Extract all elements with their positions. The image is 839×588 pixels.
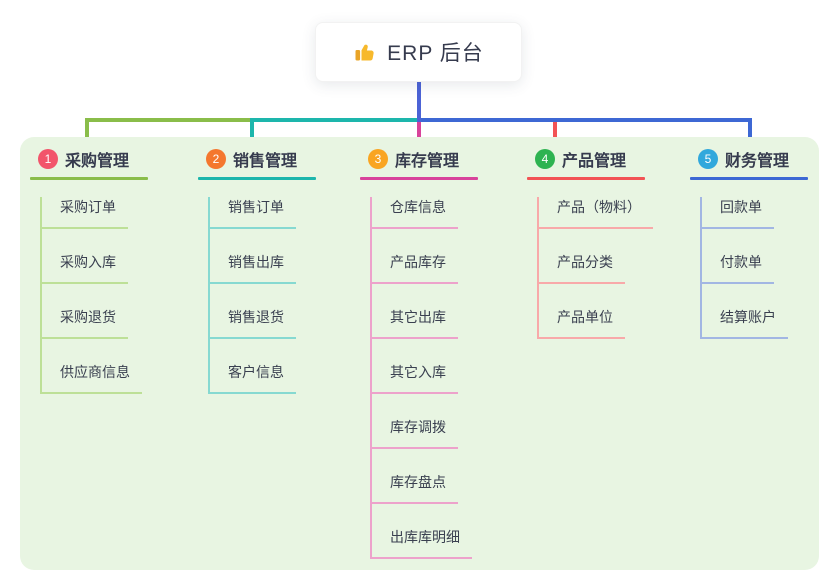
branch-column-product: 4 产品管理 产品（物料） 产品分类 产品单位 bbox=[527, 147, 657, 339]
child-item[interactable]: 其它出库 bbox=[372, 307, 458, 339]
child-item[interactable]: 销售订单 bbox=[210, 197, 296, 229]
child-item[interactable]: 产品库存 bbox=[372, 252, 458, 284]
children-group: 采购订单 采购入库 采购退货 供应商信息 bbox=[40, 197, 160, 394]
child-item[interactable]: 销售出库 bbox=[210, 252, 296, 284]
child-item[interactable]: 付款单 bbox=[702, 252, 774, 284]
child-item[interactable]: 其它入库 bbox=[372, 362, 458, 394]
children-group: 回款单 付款单 结算账户 bbox=[700, 197, 820, 339]
child-item[interactable]: 回款单 bbox=[702, 197, 774, 229]
branch-column-finance: 5 财务管理 回款单 付款单 结算账户 bbox=[690, 147, 820, 339]
branch-drop-product bbox=[553, 122, 557, 142]
badge-3-icon: 3 bbox=[368, 149, 388, 169]
branch-node-finance[interactable]: 5 财务管理 bbox=[690, 147, 820, 171]
badge-5-icon: 5 bbox=[698, 149, 718, 169]
badge-4-icon: 4 bbox=[535, 149, 555, 169]
branch-node-inventory[interactable]: 3 库存管理 bbox=[360, 147, 490, 171]
root-label: ERP 后台 bbox=[387, 42, 484, 65]
children-group: 销售订单 销售出库 销售退货 客户信息 bbox=[208, 197, 328, 394]
branch-title: 销售管理 bbox=[233, 153, 298, 170]
thumbs-up-icon bbox=[355, 44, 374, 61]
children-group: 产品（物料） 产品分类 产品单位 bbox=[537, 197, 657, 339]
child-item[interactable]: 客户信息 bbox=[210, 362, 296, 394]
child-item[interactable]: 产品（物料） bbox=[539, 197, 653, 229]
child-item[interactable]: 产品单位 bbox=[539, 307, 625, 339]
branch-node-sales[interactable]: 2 销售管理 bbox=[198, 147, 328, 171]
children-group: 仓库信息 产品库存 其它出库 其它入库 库存调拨 库存盘点 出库库明细 bbox=[370, 197, 490, 559]
branch-column-inventory: 3 库存管理 仓库信息 产品库存 其它出库 其它入库 库存调拨 库存盘点 出库库… bbox=[360, 147, 490, 559]
branch-title: 采购管理 bbox=[65, 153, 130, 170]
branch-drop-finance bbox=[748, 118, 752, 148]
badge-1-icon: 1 bbox=[38, 149, 58, 169]
child-item[interactable]: 采购退货 bbox=[42, 307, 128, 339]
branch-drop-purchase bbox=[85, 118, 89, 144]
child-item[interactable]: 供应商信息 bbox=[42, 362, 142, 394]
child-item[interactable]: 仓库信息 bbox=[372, 197, 458, 229]
root-node[interactable]: ERP 后台 bbox=[315, 22, 522, 82]
child-item[interactable]: 产品分类 bbox=[539, 252, 625, 284]
branch-underline bbox=[198, 177, 316, 180]
mindmap-panel bbox=[20, 137, 819, 570]
branch-node-product[interactable]: 4 产品管理 bbox=[527, 147, 657, 171]
child-item[interactable]: 库存调拨 bbox=[372, 417, 458, 449]
bus-connector-finance bbox=[421, 118, 752, 122]
root-trunk-connector bbox=[417, 82, 421, 122]
bus-connector-sales bbox=[254, 118, 417, 122]
child-item[interactable]: 采购入库 bbox=[42, 252, 128, 284]
badge-2-icon: 2 bbox=[206, 149, 226, 169]
branch-column-purchase: 1 采购管理 采购订单 采购入库 采购退货 供应商信息 bbox=[30, 147, 160, 394]
branch-underline bbox=[527, 177, 645, 180]
child-item[interactable]: 库存盘点 bbox=[372, 472, 458, 504]
branch-drop-inventory bbox=[417, 122, 421, 148]
branch-drop-sales bbox=[250, 118, 254, 144]
branch-column-sales: 2 销售管理 销售订单 销售出库 销售退货 客户信息 bbox=[198, 147, 328, 394]
child-item[interactable]: 采购订单 bbox=[42, 197, 128, 229]
branch-title: 产品管理 bbox=[562, 153, 627, 170]
branch-underline bbox=[360, 177, 478, 180]
branch-underline bbox=[690, 177, 808, 180]
branch-title: 财务管理 bbox=[725, 153, 790, 170]
child-item[interactable]: 结算账户 bbox=[702, 307, 788, 339]
branch-title: 库存管理 bbox=[395, 153, 460, 170]
branch-underline bbox=[30, 177, 148, 180]
branch-node-purchase[interactable]: 1 采购管理 bbox=[30, 147, 160, 171]
bus-connector-purchase bbox=[85, 118, 250, 122]
child-item[interactable]: 销售退货 bbox=[210, 307, 296, 339]
child-item[interactable]: 出库库明细 bbox=[372, 527, 472, 559]
